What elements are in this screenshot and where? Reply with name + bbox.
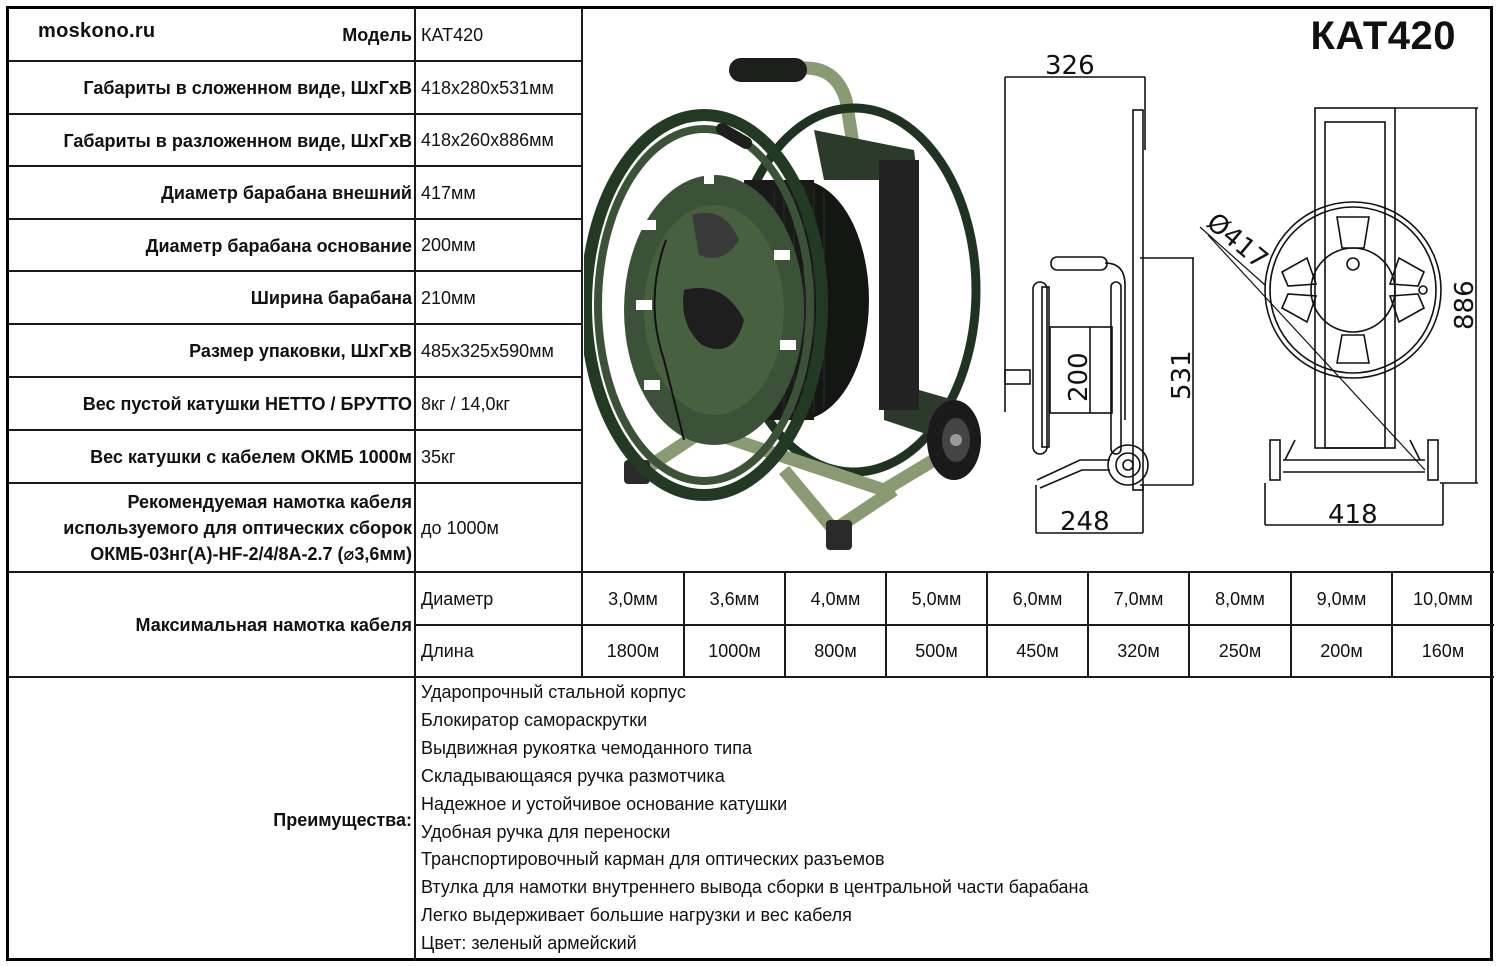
spec-value: 418х280х531мм <box>421 77 554 98</box>
length-cell: 1800м <box>606 641 660 661</box>
spec-label: Диаметр барабана основание <box>145 235 412 256</box>
diameter-cell: 10,0мм <box>1413 588 1473 609</box>
stand-frame <box>624 423 938 550</box>
col-divider <box>1391 572 1393 677</box>
front-reel-flange <box>584 109 828 501</box>
col-divider <box>1087 572 1089 677</box>
advantage-item: Ударопрочный стальной корпус <box>421 682 686 702</box>
diameter-cell: 6,0мм <box>1012 588 1063 609</box>
dim-full-height: 886 <box>1450 280 1480 330</box>
col-divider <box>986 572 988 677</box>
row-divider <box>8 571 1494 573</box>
spec-label: Ширина барабана <box>250 288 412 308</box>
carry-handle <box>729 58 861 157</box>
row-divider <box>8 482 582 484</box>
col-divider <box>683 572 685 677</box>
spec-label-model: Модель <box>342 25 412 45</box>
col-divider <box>581 8 583 677</box>
max-winding-label: Максимальная намотка кабеля <box>135 615 412 635</box>
diameter-cell: 8,0мм <box>1215 588 1265 609</box>
wheel <box>927 400 981 480</box>
spec-label: Вес пустой катушки НЕТТО / БРУТТО <box>82 394 412 414</box>
spec-sheet-frame <box>6 6 1493 961</box>
dim-diameter: Ø417 <box>1201 207 1274 275</box>
advantage-item: Транспортировочный карман для оптических… <box>421 849 885 870</box>
spec-label: Габариты в разложенном виде, ШхГхВ <box>63 130 412 151</box>
dim-folded-height: 531 <box>1167 350 1197 400</box>
col-divider <box>414 8 416 961</box>
length-cell: 800м <box>814 641 857 661</box>
length-cell: 500м <box>915 641 958 661</box>
col-divider <box>784 572 786 677</box>
dim-top-width: 326 <box>1045 51 1095 81</box>
diameter-cell: 3,6мм <box>709 588 760 609</box>
front-view-drawing <box>1199 107 1478 526</box>
length-cell: 450м <box>1016 641 1059 661</box>
row-divider <box>8 376 582 378</box>
length-cell: 250м <box>1218 641 1262 661</box>
length-cell: 160м <box>1421 641 1465 661</box>
technical-drawing: 326 531 200 248 Ø417 886 418 <box>1004 51 1480 537</box>
recommended-label-line: используемого для оптических сборок <box>63 518 412 538</box>
recommended-label: Рекомендуемая намотка кабеля используемо… <box>9 484 415 572</box>
advantage-item: Складывающаяся ручка размотчика <box>421 765 725 786</box>
advantage-item: Удобная ручка для переноски <box>421 821 671 842</box>
col-divider <box>885 572 887 677</box>
side-view-drawing <box>1004 76 1194 534</box>
col-divider <box>1290 572 1292 677</box>
spec-label: Диаметр барабана внешний <box>161 183 412 203</box>
dim-width: 418 <box>1328 500 1378 530</box>
diameter-cell: 7,0мм <box>1113 588 1164 609</box>
diameter-cell: 3,0мм <box>608 588 658 609</box>
col-divider <box>1188 572 1190 677</box>
row-divider <box>415 624 1494 626</box>
row-divider <box>8 429 582 431</box>
row-divider <box>8 676 1494 678</box>
dim-base-depth: 248 <box>1060 507 1110 537</box>
advantage-item: Цвет: зеленый армейский <box>421 933 637 954</box>
spec-value: 417мм <box>421 182 476 203</box>
spec-value: 418х260х886мм <box>421 130 554 150</box>
diameter-cell: 9,0мм <box>1316 588 1367 609</box>
length-cell: 200м <box>1320 641 1363 661</box>
row-divider <box>8 218 582 220</box>
brand-name: moskono.ru <box>38 20 156 42</box>
spec-label: Размер упаковки, ШхГхВ <box>189 341 412 361</box>
recommended-label-line: ОКМБ-03нг(А)-HF-2/4/8А-2.7 (⌀3,6мм) <box>90 544 412 564</box>
diameter-cell: 5,0мм <box>911 588 962 609</box>
recommended-value: до 1000м <box>421 517 499 538</box>
recommended-label-line: Рекомендуемая намотка кабеля <box>127 492 412 512</box>
advantage-item: Надежное и устойчивое основание катушки <box>421 793 788 814</box>
model-title: КАТ420 <box>1310 14 1456 58</box>
row-divider <box>8 113 582 115</box>
advantage-item: Блокиратор самораскрутки <box>421 709 648 730</box>
dim-hub: 200 <box>1064 352 1094 402</box>
advantage-item: Втулка для намотки внутреннего вывода сб… <box>421 877 1089 898</box>
spec-value-model: КАТ420 <box>421 24 484 45</box>
spec-value: 35кг <box>421 446 456 467</box>
advantages-label: Преимущества: <box>273 809 412 830</box>
length-cell: 320м <box>1117 641 1160 661</box>
length-cell: 1000м <box>708 641 761 661</box>
advantages-list: Ударопрочный стальной корпус Блокиратор … <box>421 679 1088 958</box>
row-divider <box>8 60 582 62</box>
diameter-cell: 4,0мм <box>810 588 861 609</box>
spec-label: Габариты в сложенном виде, ШхГхВ <box>83 78 412 98</box>
spec-value: 210мм <box>421 287 476 308</box>
spec-value: 200мм <box>421 235 476 255</box>
diameter-row-label: Диаметр <box>421 588 494 609</box>
product-photo <box>584 58 981 550</box>
spec-value: 8кг / 14,0кг <box>421 393 510 414</box>
row-divider <box>8 270 582 272</box>
spec-label: Вес катушки с кабелем ОКМБ 1000м <box>90 447 412 467</box>
row-divider <box>8 323 582 325</box>
spec-value: 485х325х590мм <box>421 340 554 361</box>
advantage-item: Выдвижная рукоятка чемоданного типа <box>421 737 752 758</box>
length-row-label: Длина <box>421 641 474 661</box>
advantage-item: Легко выдерживает большие нагрузки и вес… <box>421 905 852 926</box>
row-divider <box>8 165 582 167</box>
